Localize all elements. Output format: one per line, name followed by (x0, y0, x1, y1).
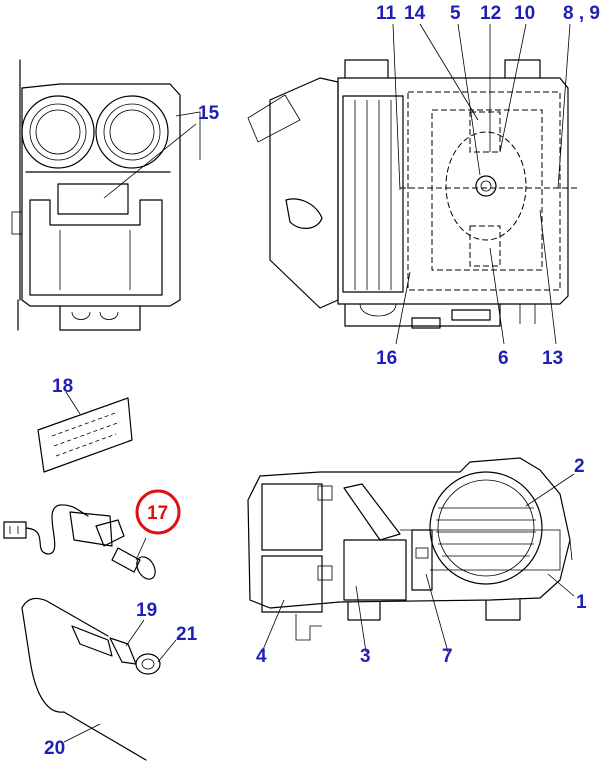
callout-19: 19 (136, 600, 157, 621)
callout-12: 12 (480, 3, 501, 24)
callout-15: 15 (198, 103, 220, 124)
highlight-circle (135, 489, 181, 535)
callout-7: 7 (442, 646, 453, 667)
heater-assembly-side-view (247, 59, 580, 329)
callout-6: 6 (498, 348, 509, 369)
callout-2: 2 (574, 456, 585, 477)
switch-harness (3, 504, 156, 580)
callout-13: 13 (542, 348, 563, 369)
callout-1: 1 (576, 592, 587, 613)
callout-3: 3 (360, 646, 371, 667)
callout-21: 21 (176, 624, 198, 645)
callout-18: 18 (52, 376, 73, 397)
heater-unit-front-view (11, 59, 201, 331)
callout-17: 17 (147, 503, 168, 524)
callout-10: 10 (514, 3, 535, 24)
callout-4: 4 (256, 646, 267, 667)
callout-8-9: 8 , 9 (563, 3, 600, 24)
warning-label-sheet (37, 397, 133, 473)
callout-14: 14 (404, 3, 426, 24)
callout-20: 20 (44, 738, 65, 759)
callout-11: 11 (376, 3, 397, 24)
callout-5: 5 (450, 3, 461, 24)
leader-lines (63, 23, 575, 743)
control-cable (21, 597, 161, 761)
callout-labels: 15 11 14 5 12 10 8 , 9 16 6 13 18 17 19 … (44, 3, 600, 759)
heater-assembly-bottom-view (247, 457, 573, 641)
callout-16: 16 (376, 348, 397, 369)
